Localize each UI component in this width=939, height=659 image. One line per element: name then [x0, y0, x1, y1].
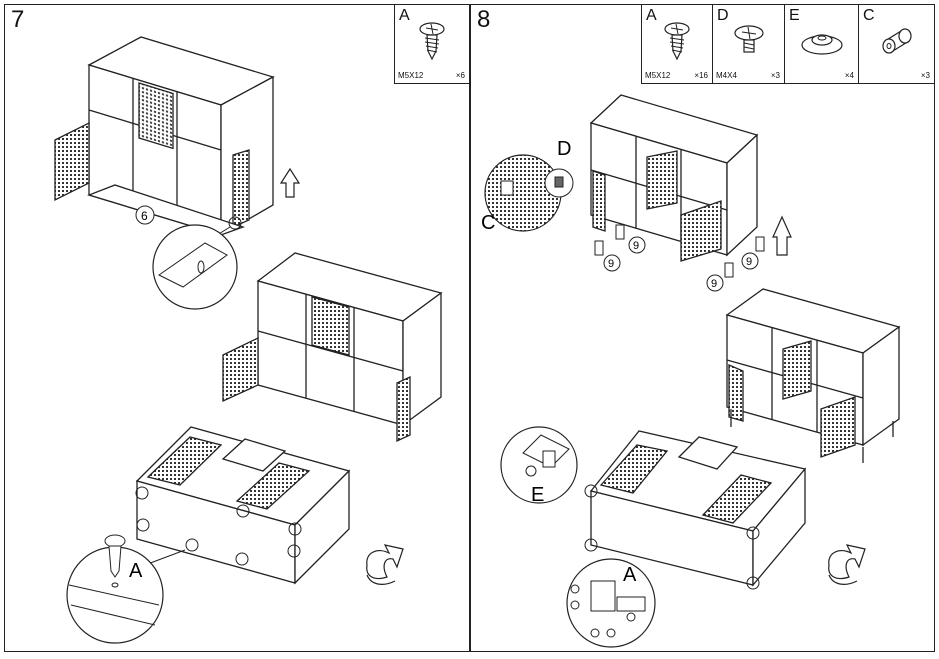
step-7-illustration: 6 [54, 36, 443, 644]
washer-icon [800, 34, 843, 55]
cam-nut-icon [881, 28, 912, 54]
parts-list: A M5X12 ×6 [394, 5, 469, 84]
part-c-label: C [481, 212, 495, 234]
screw-icon [664, 22, 690, 61]
step-number: 7 [11, 6, 25, 33]
part-letter: A [646, 7, 657, 24]
leg-parts [594, 224, 765, 278]
part-letter: D [717, 7, 729, 24]
cabinet-finished-view [222, 252, 443, 443]
parts-list: A M5X12 ×16 D M4X4 ×3 [641, 5, 934, 84]
part-letter: E [789, 7, 800, 24]
flip-arrow-icon [828, 544, 866, 585]
part-qty: ×16 [694, 71, 708, 80]
part-a: A M5X12 ×16 [642, 5, 713, 83]
part-a: A M5X12 ×6 [395, 5, 469, 83]
part-qty: ×6 [455, 71, 465, 80]
part-c: C ×3 [859, 5, 934, 83]
cabinet-upright-view [54, 36, 275, 237]
screw-icon [419, 22, 445, 61]
part-e: E ×4 [785, 5, 859, 83]
up-arrow-icon [772, 215, 792, 256]
part-a-label: A [623, 564, 637, 586]
part-spec: M4X4 [716, 71, 737, 80]
part-qty: ×3 [920, 71, 930, 80]
step-7-panel: 7 A M5X12 ×6 [4, 4, 470, 652]
part-spec: M5X12 [645, 71, 671, 80]
screw-label: A [129, 560, 143, 582]
part-e-label: E [531, 484, 544, 506]
up-arrow-icon [279, 167, 301, 198]
part-qty: ×4 [844, 71, 854, 80]
bolt-icon [733, 25, 764, 53]
step-8-illustration: 9 9 9 9 D C [481, 94, 901, 648]
part-number-callout: 6 [141, 209, 148, 223]
cabinet-legs-view [589, 94, 759, 262]
part-d: D M4X4 ×3 [713, 5, 785, 83]
step-number: 8 [477, 6, 491, 33]
flip-arrow-icon [366, 544, 404, 585]
cabinet-inverted-view [135, 426, 351, 585]
leg-number-callout: 9 [746, 256, 752, 268]
cabinet-finished-view [725, 288, 901, 463]
leg-number-callout: 9 [608, 258, 614, 270]
part-qty: ×3 [770, 71, 780, 80]
leg-number-callout: 9 [711, 278, 717, 290]
part-d-label: D [557, 138, 571, 160]
step-8-panel: 8 A M5X12 ×16 D [470, 4, 935, 652]
part-spec: M5X12 [398, 71, 424, 80]
cabinet-inverted-view [589, 430, 807, 587]
part-letter: C [863, 7, 875, 24]
leg-number-callout: 9 [633, 240, 639, 252]
part-letter: A [399, 7, 410, 24]
